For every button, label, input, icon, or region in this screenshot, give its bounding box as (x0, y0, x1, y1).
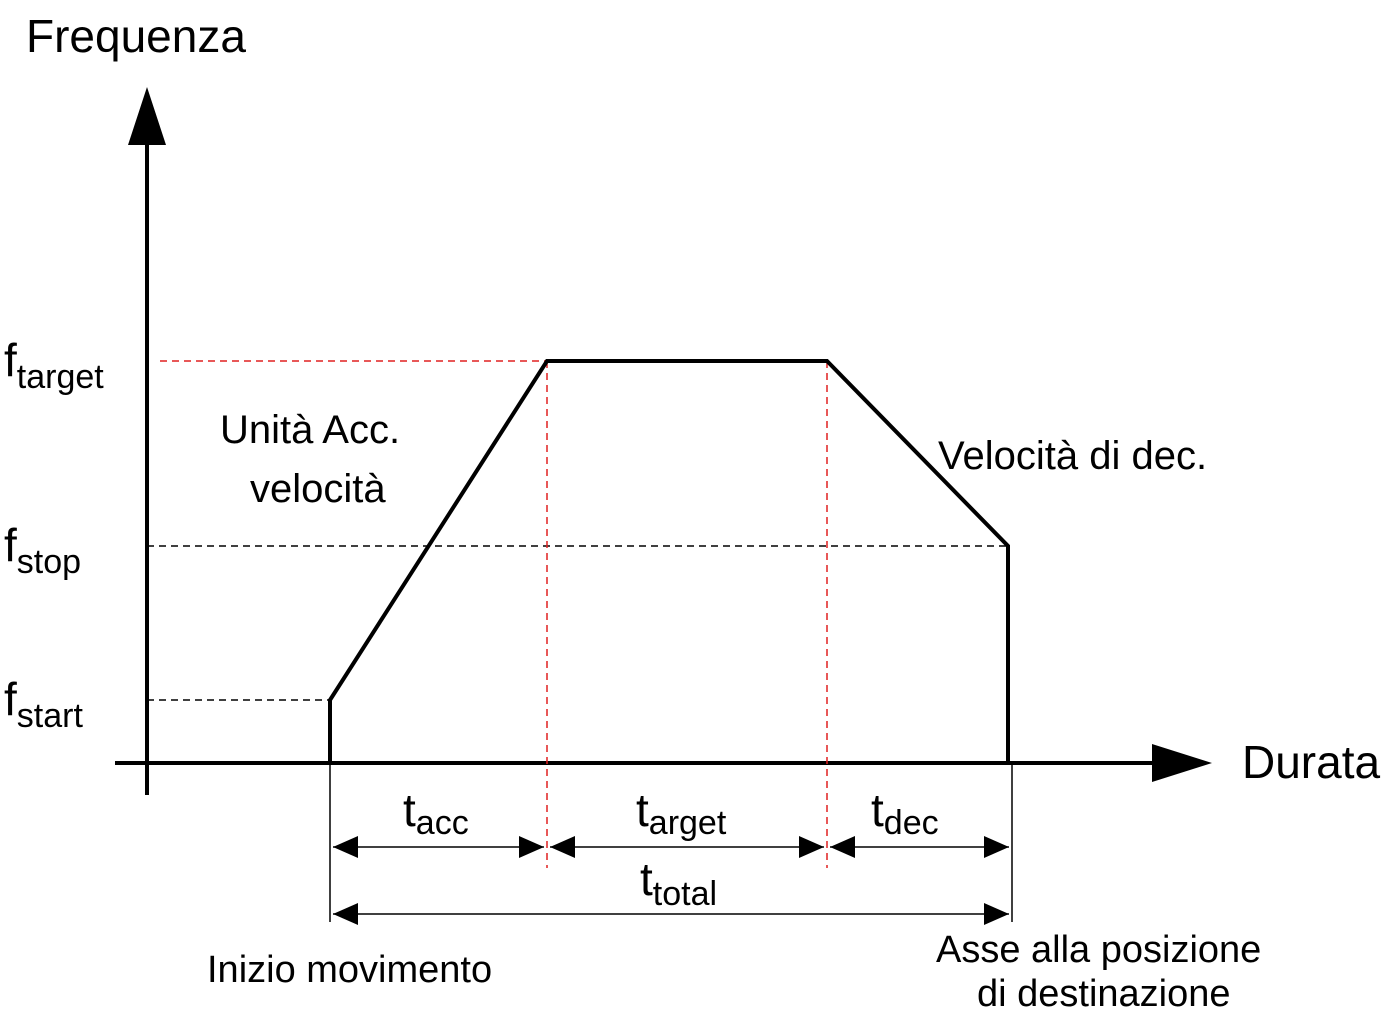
x-axis-label: Durata (1242, 736, 1380, 788)
end-position-line1: Asse alla posizione (936, 929, 1261, 971)
duration-target-label: target (636, 784, 727, 842)
dec-annotation: Velocità di dec. (938, 434, 1207, 478)
end-position-line2: di destinazione (977, 973, 1231, 1015)
dim-total-right-arrow-icon (984, 903, 1009, 925)
acc-annotation-line2: velocità (250, 467, 386, 511)
x-axis-arrow-icon (1152, 744, 1212, 782)
dim-target-right-arrow-icon (799, 836, 824, 858)
duration-dec-label: tdec (871, 784, 939, 842)
dim-acc-right-arrow-icon (519, 836, 544, 858)
duration-total-label: ttotal (640, 853, 717, 913)
start-motion-label: Inizio movimento (207, 949, 492, 991)
y-axis-label: Frequenza (26, 10, 246, 62)
level-target-label: ftarget (4, 334, 104, 396)
duration-acc-label: tacc (403, 784, 469, 842)
dim-total-left-arrow-icon (333, 903, 358, 925)
acc-annotation-line1: Unità Acc. (220, 408, 400, 452)
level-start-label: fstart (4, 673, 83, 735)
dim-dec-left-arrow-icon (830, 836, 855, 858)
y-axis-arrow-icon (128, 87, 166, 145)
speed-profile (328, 359, 1010, 763)
dim-acc-left-arrow-icon (333, 836, 358, 858)
dim-target-left-arrow-icon (550, 836, 575, 858)
level-stop-label: fstop (4, 519, 81, 581)
dim-dec-right-arrow-icon (984, 836, 1009, 858)
